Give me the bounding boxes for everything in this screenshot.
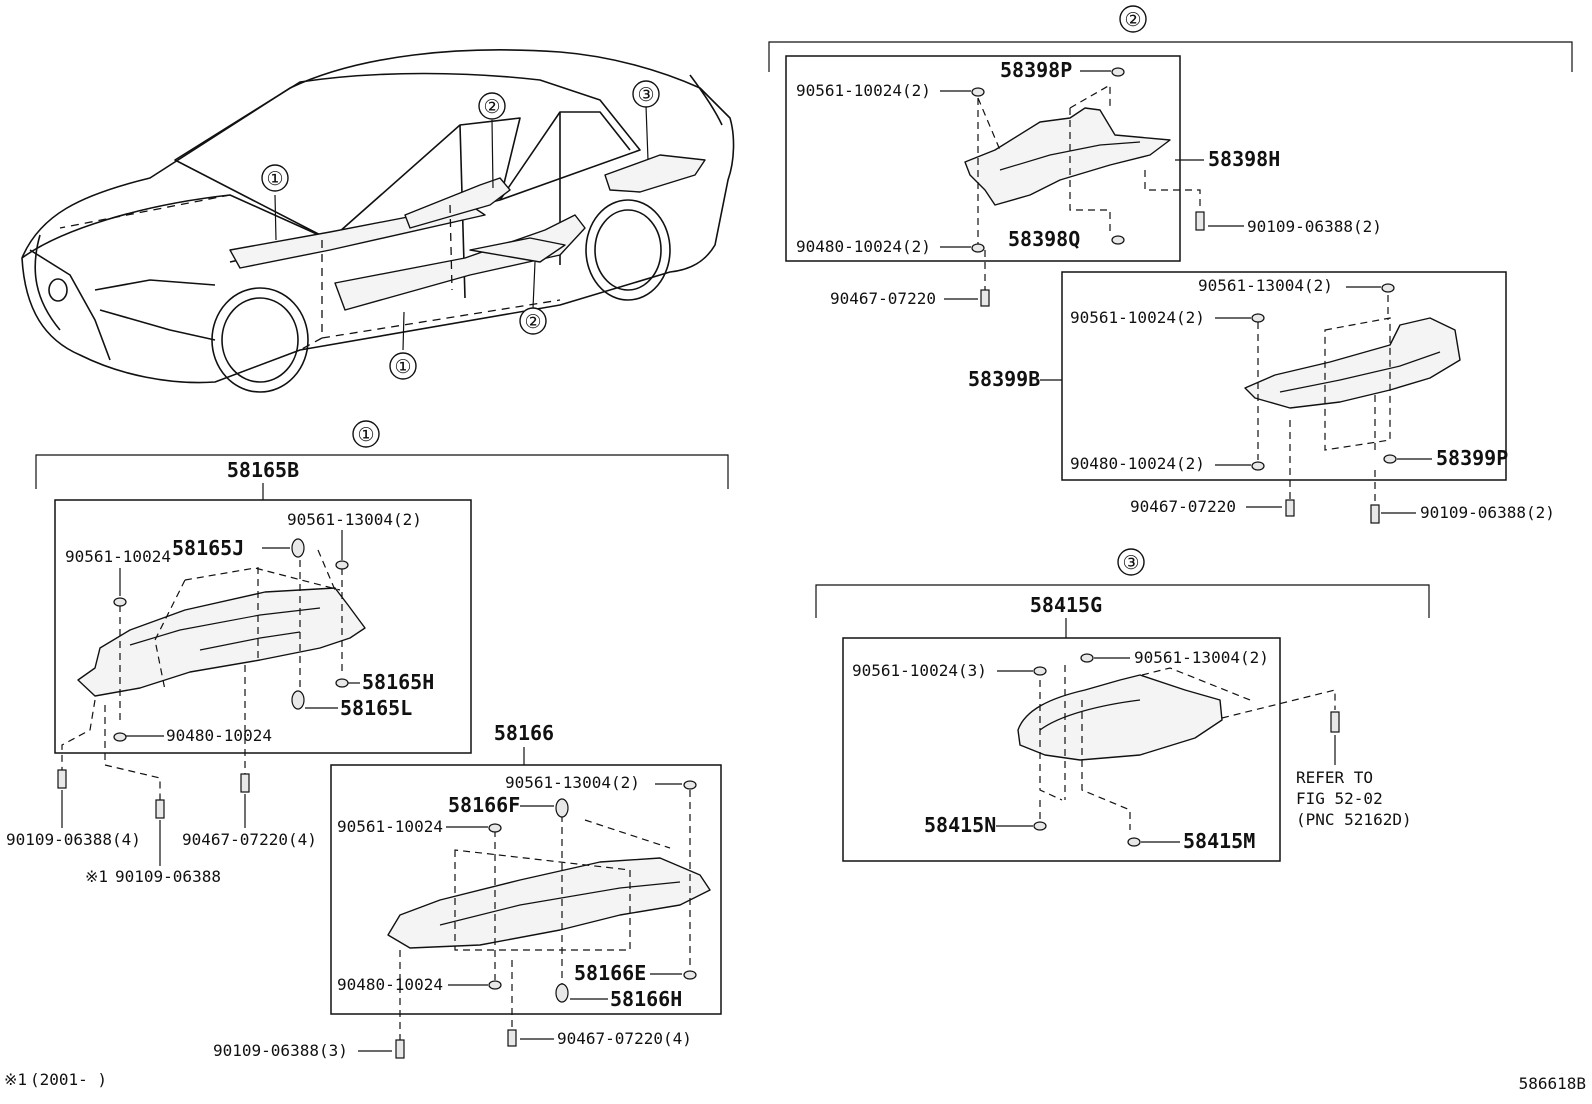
section-3: ③ 58415G 90561-10024(3) 90561-13004(2) 5… (815, 548, 1430, 862)
label-58398H: 58398H (1208, 147, 1280, 171)
box-58165B (54, 499, 472, 754)
diagram-code: 586618B (1519, 1074, 1586, 1093)
car-marker-3: ③ (637, 84, 654, 106)
car-marker-1-top: ① (266, 168, 283, 190)
section-3-marker: ③ (1122, 552, 1139, 574)
footnote-mark: ※1 (4, 1070, 27, 1089)
section-2-marker: ② (1124, 9, 1141, 31)
label-90109-06388-2-58399B: 90109-06388(2) (1420, 503, 1555, 522)
label-90467-07220-58398H: 90467-07220 (830, 289, 936, 308)
label-58415G: 58415G (1030, 593, 1102, 617)
label-90561-10024-2-58399B: 90561-10024(2) (1070, 308, 1205, 327)
label-90480-10024-2-58399B: 90480-10024(2) (1070, 454, 1205, 473)
label-90467-07220-58399B: 90467-07220 (1130, 497, 1236, 516)
label-58166H: 58166H (610, 987, 682, 1011)
refer-line-2: FIG 52-02 (1296, 789, 1383, 808)
section-1: ① 58165B 90561-10024 58165J (6, 420, 729, 886)
label-90480-10024-58166: 90480-10024 (337, 975, 443, 994)
label-58399P: 58399P (1436, 446, 1508, 470)
label-58165B: 58165B (227, 458, 299, 482)
label-90561-13004-2-58399B: 90561-13004(2) (1198, 276, 1333, 295)
label-58398P: 58398P (1000, 58, 1072, 82)
car-marker-2-top: ② (483, 96, 500, 118)
label-90561-10024-2-58398H: 90561-10024(2) (796, 81, 931, 100)
label-90109-06388-note: 90109-06388 (115, 867, 221, 886)
label-90109-06388-3: 90109-06388(3) (213, 1041, 348, 1060)
label-90561-13004-2-58166: 90561-13004(2) (505, 773, 640, 792)
box-58398H (785, 55, 1181, 262)
label-90480-10024-2-58398H: 90480-10024(2) (796, 237, 931, 256)
note-mark-1: ※1 (85, 867, 108, 886)
label-58166: 58166 (494, 721, 554, 745)
section-1-marker: ① (357, 424, 374, 446)
label-58415M: 58415M (1183, 829, 1255, 853)
label-90561-13004-2-58415G: 90561-13004(2) (1134, 648, 1269, 667)
refer-line-3: (PNC 52162D) (1296, 810, 1412, 829)
part-58165B (77, 587, 366, 697)
refer-line-1: REFER TO (1296, 768, 1373, 787)
label-58166F: 58166F (448, 793, 520, 817)
label-90561-10024-58166: 90561-10024 (337, 817, 443, 836)
label-58415N: 58415N (924, 813, 996, 837)
label-58165L: 58165L (340, 696, 412, 720)
label-58398Q: 58398Q (1008, 227, 1080, 251)
label-58165H: 58165H (362, 670, 434, 694)
box-58415G (842, 637, 1281, 862)
label-90561-13004-2-s1: 90561-13004(2) (287, 510, 422, 529)
label-90467-07220-4-58166: 90467-07220(4) (557, 1029, 692, 1048)
label-90561-10024-s1: 90561-10024 (65, 547, 171, 566)
car-overview: ① ② ③ ① ② (21, 49, 735, 393)
box-58166 (330, 764, 722, 1015)
box-58399B (1061, 271, 1507, 481)
part-58166 (387, 857, 711, 949)
label-90109-06388-2-58398H: 90109-06388(2) (1247, 217, 1382, 236)
label-58165J: 58165J (172, 536, 244, 560)
label-90480-10024-s1: 90480-10024 (166, 726, 272, 745)
part-58415G (1017, 674, 1223, 761)
part-58398H (964, 107, 1171, 206)
part-58399B (1244, 317, 1461, 409)
section-2: ② 58398P 90561-10024(2) 58398H 90480-100… (768, 5, 1573, 524)
group-58166: 58166 90561-13004(2) 58166F 90561-10024 … (213, 721, 722, 1060)
label-90109-06388-4: 90109-06388(4) (6, 830, 141, 849)
label-58166E: 58166E (574, 961, 646, 985)
car-marker-1-bottom: ① (394, 356, 411, 378)
label-58399B: 58399B (968, 367, 1040, 391)
car-marker-2-bottom: ② (524, 311, 541, 333)
footnote-text: (2001- ) (30, 1070, 107, 1089)
label-90561-10024-3: 90561-10024(3) (852, 661, 987, 680)
label-90467-07220-4-s1: 90467-07220(4) (182, 830, 317, 849)
